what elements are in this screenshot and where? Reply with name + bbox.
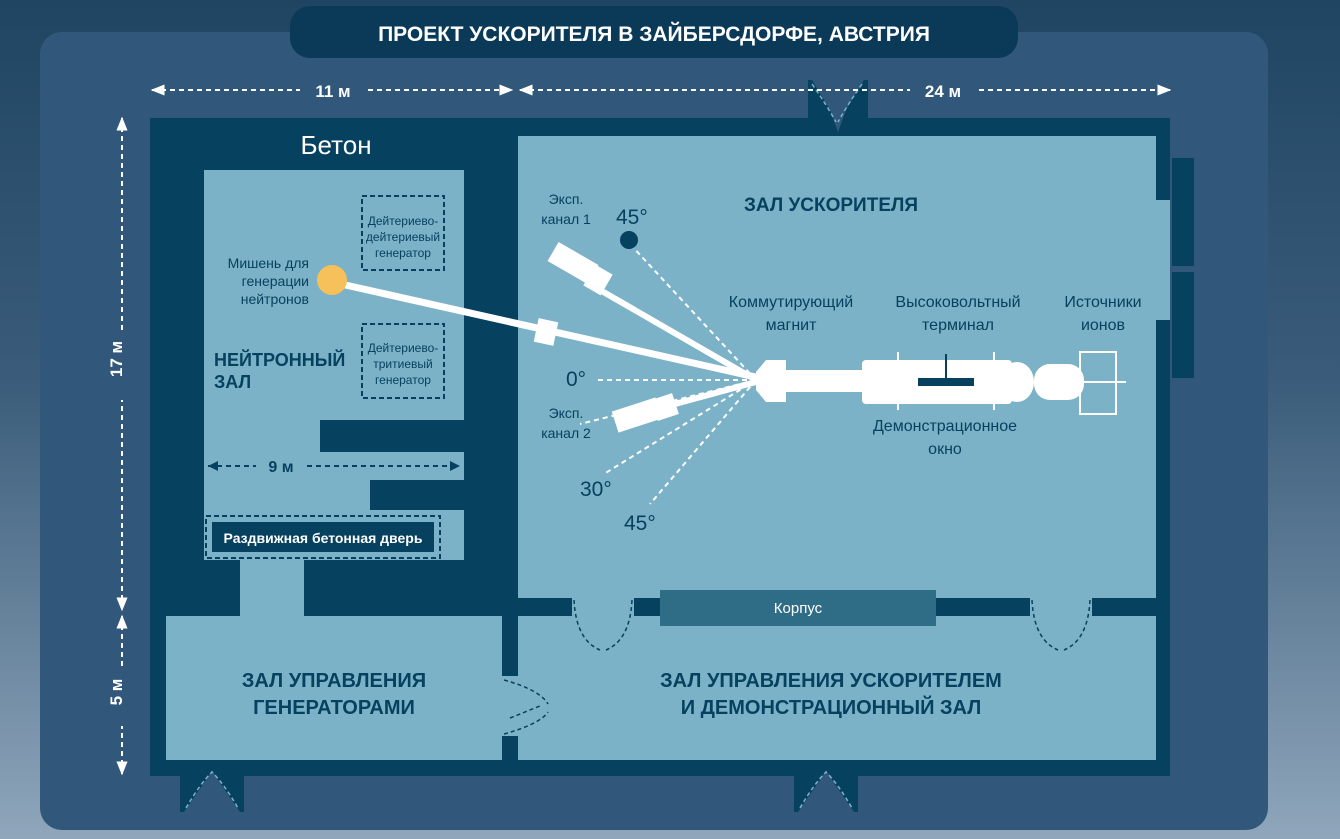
dd-gen-3: генератор	[375, 246, 431, 260]
angle-0: 0°	[566, 368, 586, 391]
sliding-door-label: Раздвижная бетонная дверь	[224, 530, 423, 546]
exp2-label-2: канал 2	[541, 425, 591, 441]
angle-30: 30°	[580, 478, 612, 501]
accel-control-label-2: И ДЕМОНСТРАЦИОННЫЙ ЗАЛ	[681, 695, 982, 719]
page-title: ПРОЕКТ УСКОРИТЕЛЯ В ЗАЙБЕРСДОРФЕ, АВСТРИ…	[378, 22, 930, 46]
dim-left-upper: 17 м	[107, 341, 126, 377]
neutron-hall-label-1: НЕЙТРОННЫЙ	[214, 349, 345, 370]
angle-45-top: 45°	[616, 206, 648, 229]
switch-magnet-label-2: магнит	[766, 317, 818, 334]
title-bar	[290, 6, 1018, 58]
housing-label: Корпус	[774, 600, 823, 617]
dd-gen-1: Дейтериево-	[368, 214, 439, 228]
neutron-hall-label-2: ЗАЛ	[214, 372, 251, 392]
dt-gen-3: генератор	[375, 373, 431, 387]
dim-neutron-hall: 9 м	[268, 459, 293, 476]
demo-window-label-2: окно	[928, 441, 962, 458]
accel-control-label-1: ЗАЛ УПРАВЛЕНИЯ УСКОРИТЕЛЕМ	[660, 670, 1002, 692]
dt-gen-1: Дейтериево-	[368, 341, 439, 355]
dim-top-left: 11 м	[315, 82, 350, 101]
switching-magnet	[756, 360, 786, 402]
accelerator-control-room	[518, 616, 1156, 760]
gen-control-label-1: ЗАЛ УПРАВЛЕНИЯ	[242, 670, 426, 692]
neutron-target	[317, 265, 347, 295]
dd-generator-box	[361, 195, 445, 271]
housing-bar	[660, 590, 936, 626]
exp1-label-1: Эксп.	[549, 191, 584, 207]
ion-source	[1034, 364, 1084, 400]
dt-gen-2: тритиевый	[373, 357, 432, 371]
dim-top-right: 24 м	[925, 82, 961, 101]
sliding-door	[212, 522, 434, 552]
switch-magnet-label-1: Коммутирующий	[729, 294, 853, 311]
hv-terminal-label-1: Высоковольтный	[895, 294, 1020, 311]
target-label-1: Мишень для	[228, 255, 309, 271]
generator-control-room	[166, 616, 502, 760]
gen-control-label-2: ГЕНЕРАТОРАМИ	[253, 697, 415, 719]
ion-sources-label-1: Источники	[1064, 294, 1141, 311]
concrete-label: Бетон	[300, 130, 371, 160]
dd-gen-2: дейтериевый	[366, 230, 440, 244]
exp2-label-1: Эксп.	[549, 405, 584, 421]
exp1-label-2: канал 1	[541, 211, 591, 227]
ion-sources-label-2: ионов	[1081, 317, 1125, 334]
angle-45-bottom: 45°	[624, 512, 656, 535]
exp-channel-1-tube	[547, 241, 599, 285]
exp-channel-2-tube	[611, 397, 663, 433]
dt-generator-box	[361, 323, 445, 399]
accel-hall-label: ЗАЛ УСКОРИТЕЛЯ	[744, 195, 918, 216]
dim-left-lower: 5 м	[107, 679, 126, 706]
target-label-3: нейтронов	[241, 291, 309, 307]
detector-45	[620, 231, 638, 249]
demo-window-label-1: Демонстрационное	[873, 418, 1017, 435]
neutron-hall	[204, 170, 464, 420]
hv-terminal-label-2: терминал	[922, 317, 994, 334]
target-label-2: генерации	[242, 273, 309, 289]
